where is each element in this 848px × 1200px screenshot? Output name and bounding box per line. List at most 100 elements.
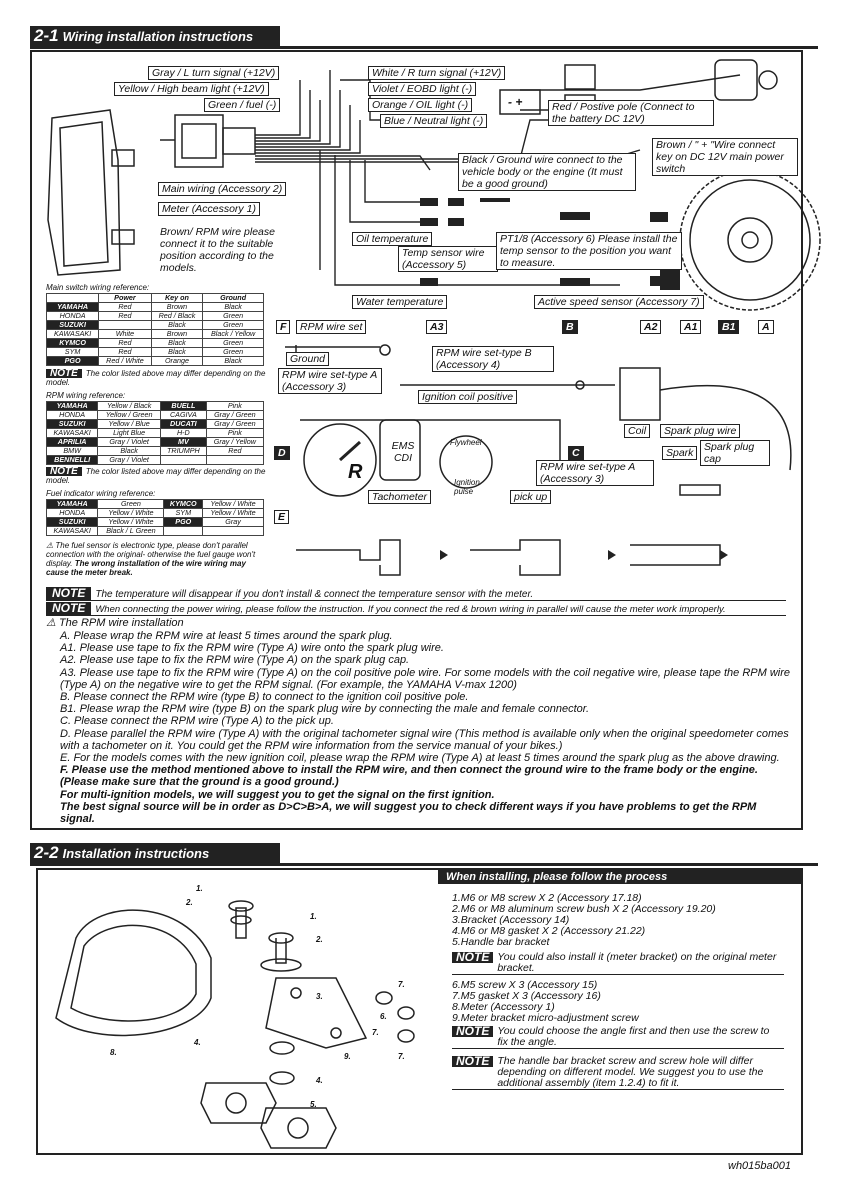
list-item: 1.M6 or M8 screw X 2 (Accessory 17.18)	[452, 892, 642, 904]
label-type-a-bottom: RPM wire set-type A (Accessory 3)	[536, 460, 654, 486]
section-number: 2-2	[34, 843, 59, 862]
section-title: Installation instructions	[62, 846, 210, 861]
note-text: The temperature will disappear if you do…	[95, 589, 534, 600]
instruction-line-bold: F. Please use the method mentioned above…	[60, 764, 758, 789]
label-blue-neutral: Blue / Neutral light (-)	[380, 114, 488, 128]
steps-list-b: 6.M5 screw X 3 (Accessory 15) 7.M5 gaske…	[452, 980, 639, 1024]
label-f: F	[276, 320, 291, 334]
label-main-wiring: Main wiring (Accessory 2)	[158, 182, 287, 196]
tacho-r-mark: R	[348, 461, 363, 483]
label-brown-key: Brown / " + "Wire connect key on DC 12V …	[652, 138, 798, 176]
callout-1b: 1.	[310, 912, 317, 921]
instruction-line: B. Please connect the RPM wire (type B) …	[60, 691, 469, 704]
callout-9: 9.	[344, 1052, 351, 1061]
main-switch-caption: Main switch wiring reference:	[46, 283, 150, 292]
table-cell: KAWASAKI	[45, 526, 99, 536]
label-ignition-pulse: Ignition pulse	[454, 478, 480, 496]
wiring-panel	[30, 50, 803, 830]
instruction-line: A. Please wrap the RPM wire at least 5 t…	[60, 630, 393, 642]
note-text: When connecting the power wiring, please…	[95, 604, 726, 615]
label-type-b: RPM wire set-type B (Accessory 4)	[432, 346, 554, 372]
table-cell: TRIUMPH	[159, 446, 207, 456]
label-meter: Meter (Accessory 1)	[158, 202, 260, 216]
table-cell: Orange	[150, 356, 204, 366]
label-ign-coil-pos: Ignition coil positive	[418, 390, 518, 404]
label-a1: A1	[680, 320, 702, 334]
table-cell	[159, 455, 207, 465]
instruction-line-bold: The best signal source will be in order …	[60, 800, 757, 826]
note-text: You could choose the angle first and the…	[497, 1025, 770, 1048]
note-label: NOTE	[46, 467, 82, 477]
section-title: Wiring installation instructions	[62, 29, 254, 44]
table-cell: Gray	[202, 517, 264, 527]
label-type-a-top: RPM wire set-type A (Accessory 3)	[278, 368, 382, 394]
table-cell	[163, 526, 204, 536]
main-connector	[160, 114, 256, 168]
label-a: A	[758, 320, 774, 334]
battery-illustration	[499, 89, 541, 115]
instruction-line: A2. Please use tape to fix the RPM wire …	[60, 654, 410, 667]
fuel-warning-text: The fuel sensor is electronic type, plea…	[46, 541, 256, 568]
callout-2a: 2.	[186, 898, 193, 907]
instruction-line: E. For the models comes with the new ign…	[60, 752, 780, 765]
list-item: 5.Handle bar bracket	[452, 936, 550, 948]
list-item: 9.Meter bracket micro-adjustment screw	[452, 1012, 639, 1024]
rpm-install-body: A. Please wrap the RPM wire at least 5 t…	[60, 630, 790, 825]
note-label: NOTE	[46, 602, 92, 615]
label-white-r-turn: White / R turn signal (+12V)	[368, 66, 506, 80]
table-cell: Black	[202, 356, 264, 366]
label-b: B	[562, 320, 578, 334]
handlebar-clamp-top	[200, 1082, 277, 1124]
label-brown-rpm: Brown/ RPM wire please connect it to the…	[160, 226, 275, 274]
label-ems-cdi: EMS CDI	[391, 440, 415, 464]
note-text: The color listed above may differ depend…	[46, 369, 266, 387]
label-spark-plug-wire: Spark plug wire	[660, 424, 741, 438]
table-cell: Gray / Violet	[97, 455, 161, 465]
instruction-line: C. Please connect the RPM wire (Type A) …	[60, 715, 334, 728]
label-red-positive: Red / Postive pole (Connect to the batte…	[548, 100, 714, 126]
callout-8: 8.	[110, 1048, 117, 1057]
label-ground: Ground	[286, 352, 330, 366]
screw-1	[235, 907, 247, 939]
label-pick-up: pick up	[510, 490, 552, 504]
label-active-speed: Active speed sensor (Accessory 7)	[534, 295, 704, 309]
note-label: NOTE	[46, 369, 82, 379]
install-illustration	[55, 900, 415, 1149]
callout-6: 6.	[380, 1012, 387, 1021]
table-cell: PGO	[45, 356, 100, 366]
label-gray-l-turn: Gray / L turn signal (+12V)	[148, 66, 280, 80]
instruction-line: B1. Please wrap the RPM wire (type B) on…	[60, 703, 590, 716]
table-cell: Red / White	[98, 356, 152, 366]
rpm-install-title-text: The RPM wire installation	[58, 617, 184, 629]
callout-4a: 4.	[194, 1038, 201, 1047]
callout-7b: 7.	[372, 1028, 379, 1037]
warning-icon: ⚠	[46, 541, 54, 550]
table-cell: Red	[98, 311, 152, 321]
process-title: When installing, please follow the proce…	[438, 870, 803, 884]
list-item: 4.M6 or M8 gasket X 2 (Accessory 21.22)	[452, 925, 646, 937]
list-item: 7.M5 gasket X 3 (Accessory 16)	[452, 990, 601, 1002]
rpm-wire-graphic	[285, 344, 391, 358]
label-water-temp: Water temperature	[352, 295, 448, 309]
callout-2b: 2.	[316, 935, 323, 944]
label-yellow-high-beam: Yellow / High beam light (+12V)	[114, 82, 269, 96]
table-cell: Red	[205, 446, 265, 456]
table-cell: Black / L Green	[97, 526, 165, 536]
label-pt18: PT1/8 (Accessory 6) Please install the t…	[496, 232, 682, 270]
note-label: NOTE	[452, 1025, 494, 1037]
label-a2: A2	[640, 320, 662, 334]
warning-icon: ⚠	[46, 617, 56, 629]
brake-disc-illustration	[679, 169, 821, 311]
label-spark: Spark	[662, 446, 698, 460]
